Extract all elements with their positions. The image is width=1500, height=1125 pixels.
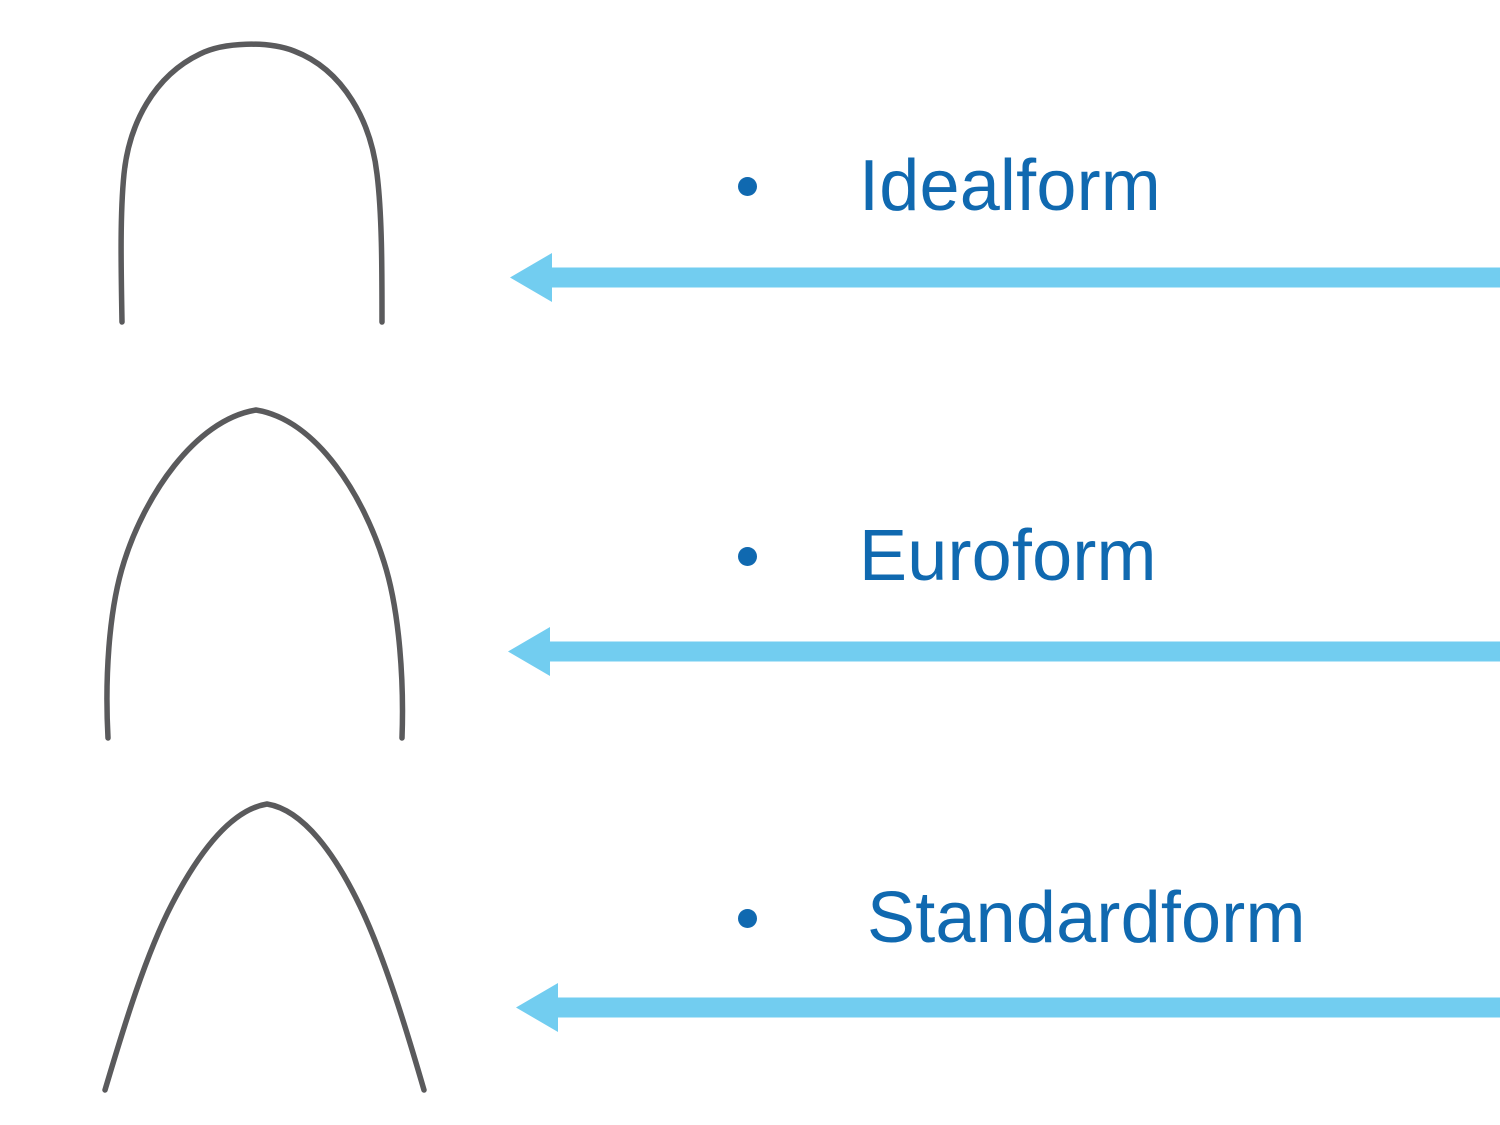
archwire-path-euroform	[104, 407, 406, 741]
label-text-euroform: Euroform	[859, 516, 1157, 596]
arrow-idealform	[508, 248, 1500, 308]
label-text-idealform: Idealform	[859, 146, 1161, 226]
bullet-item-standardform: Standardform	[738, 882, 1306, 954]
bullet-dot-icon	[738, 176, 757, 196]
arrow-left-shape	[510, 253, 1500, 302]
archwire-image-euroform	[72, 394, 472, 750]
bullet-dot-icon	[738, 908, 757, 928]
archwire-image-idealform	[72, 18, 472, 338]
arrow-standardform	[514, 978, 1500, 1038]
arrow-left-icon	[516, 983, 1500, 1032]
archwire-svg-idealform	[118, 41, 385, 325]
bullet-item-euroform: Euroform	[738, 520, 1157, 592]
bullet-dot-icon	[738, 546, 757, 566]
archwire-image-standardform	[72, 778, 472, 1104]
archwire-path-standardform	[102, 801, 427, 1093]
label-text-standardform: Standardform	[867, 878, 1306, 958]
arrow-left-shape	[508, 627, 1500, 676]
archwire-path-idealform	[118, 41, 385, 325]
arrow-left-shape	[516, 983, 1500, 1032]
arrow-left-icon	[508, 627, 1500, 676]
bullet-item-idealform: Idealform	[738, 150, 1161, 222]
arrow-euroform	[506, 622, 1500, 682]
arrow-left-icon	[510, 253, 1500, 302]
